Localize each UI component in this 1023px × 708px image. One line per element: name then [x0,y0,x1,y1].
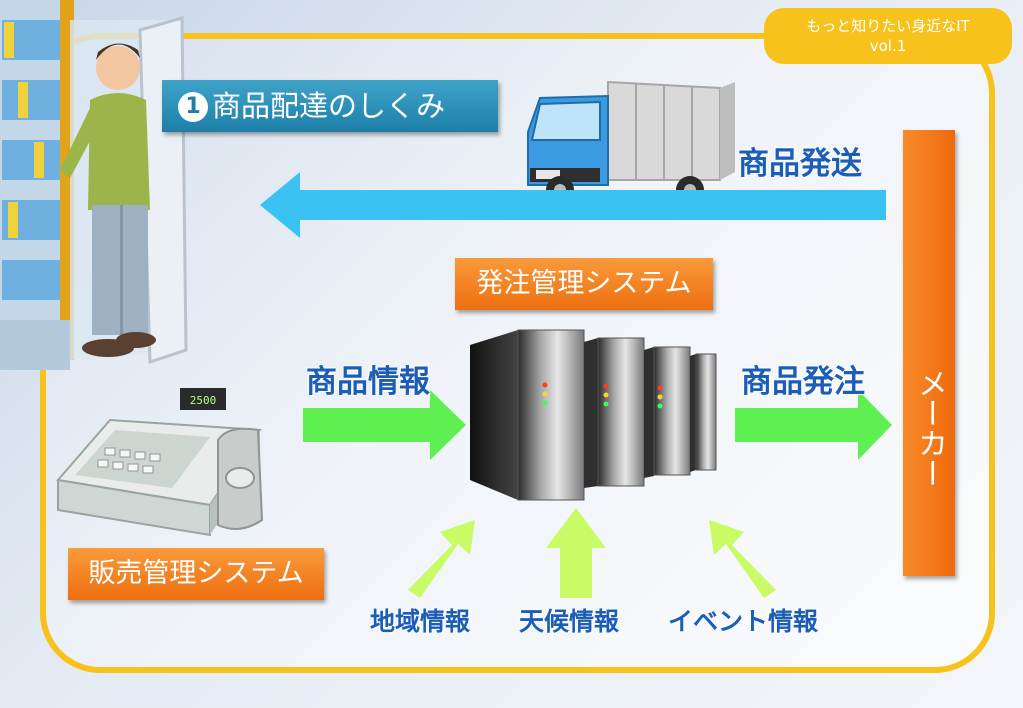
sales-management-system-box: 販売管理システム [68,548,324,600]
event-info-label: イベント情報 [668,607,819,636]
product-info-label: 商品情報 [306,364,430,400]
event-info-arrow [709,520,776,598]
series-badge-title: もっと知りたい身近なIT [806,17,970,35]
page-title-text: 商品配達のしくみ [212,89,446,123]
product-shipping-label: 商品発送 [738,146,862,182]
weather-info-arrow [546,508,606,598]
maker-box: メーカー [903,130,955,576]
delivery-truck-illustration [527,80,735,204]
shipping-arrow [260,172,886,238]
cash-register-illustration: 2500 [56,388,264,537]
title-number-badge: 1 [178,92,208,122]
regional-info-label: 地域情報 [370,607,471,636]
weather-info-label: 天候情報 [519,607,620,636]
product-order-label: 商品発注 [741,364,865,400]
shopper-illustration [60,43,156,357]
series-badge: もっと知りたい身近なIT vol.1 [764,8,1012,64]
register-display: 2500 [190,394,217,407]
product-info-arrow [303,390,466,460]
order-management-system-box: 発注管理システム [455,258,713,310]
product-order-arrow [735,390,892,460]
server-rack-illustration [470,329,717,501]
series-badge-volume: vol.1 [869,37,907,55]
regional-info-arrow [408,520,475,598]
